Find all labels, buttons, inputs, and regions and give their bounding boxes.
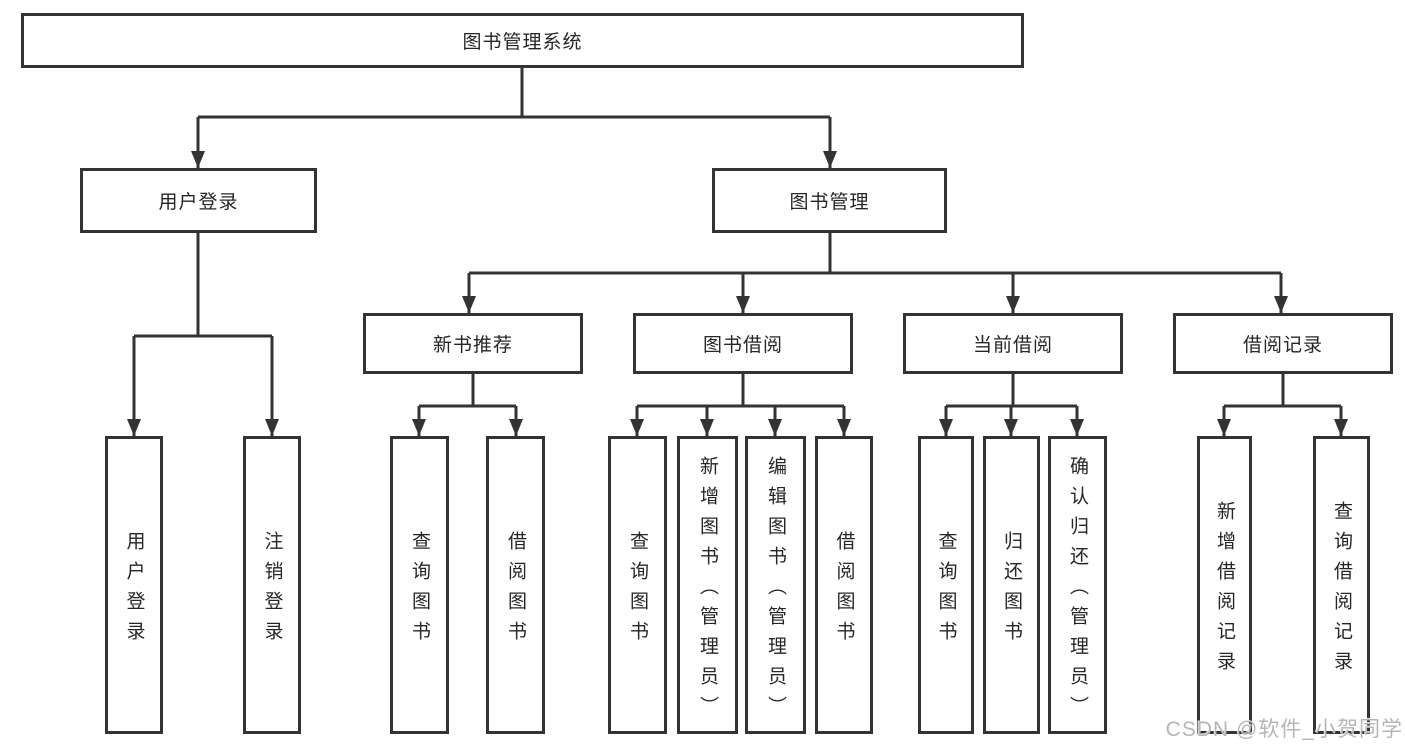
leaf-return-books: 归还图书 (983, 436, 1040, 734)
node-current-borrowing-label: 当前借阅 (972, 335, 1053, 356)
leaf-add-borrow-record-label: 新增借阅记录 (1214, 500, 1235, 681)
leaf-return-books-label: 归还图书 (1001, 530, 1022, 651)
leaf-add-book-admin-label: 新增图书（管理员） (697, 455, 718, 726)
leaf-logout-label: 注销登录 (261, 530, 283, 651)
leaf-user-login: 用户登录 (105, 436, 163, 734)
leaf-user-login-label: 用户登录 (123, 530, 145, 651)
tree-edges (127, 68, 1348, 436)
node-book-management-label: 图书管理 (789, 192, 870, 213)
leaf-query-borrow-record: 查询借阅记录 (1313, 436, 1370, 734)
node-borrowing-records-label: 借阅记录 (1242, 335, 1323, 356)
leaf-borrow-books-borrowing-label: 借阅图书 (833, 530, 855, 651)
node-book-management: 图书管理 (712, 168, 947, 233)
leaf-add-book-admin: 新增图书（管理员） (677, 436, 738, 734)
node-new-book-recommend: 新书推荐 (363, 313, 583, 374)
node-book-borrowing: 图书借阅 (633, 313, 853, 374)
node-new-book-recommend-label: 新书推荐 (432, 335, 513, 356)
leaf-query-books-recommend: 查询图书 (390, 436, 449, 734)
node-root: 图书管理系统 (21, 13, 1024, 68)
leaf-query-books-current-label: 查询图书 (935, 530, 957, 651)
leaf-logout: 注销登录 (243, 436, 301, 734)
leaf-query-borrow-record-label: 查询借阅记录 (1331, 500, 1352, 681)
leaf-query-books-borrowing: 查询图书 (608, 436, 667, 734)
leaf-borrow-books-recommend-label: 借阅图书 (505, 530, 526, 651)
node-root-label: 图书管理系统 (462, 32, 583, 53)
node-user-login: 用户登录 (80, 168, 317, 233)
leaf-borrow-books-borrowing: 借阅图书 (815, 436, 873, 734)
leaf-query-books-borrowing-label: 查询图书 (627, 530, 648, 651)
node-book-borrowing-label: 图书借阅 (702, 335, 783, 356)
node-current-borrowing: 当前借阅 (903, 313, 1123, 374)
leaf-query-books-recommend-label: 查询图书 (409, 530, 430, 651)
csdn-watermark: CSDN @软件_小贺同学 (1165, 718, 1403, 741)
leaf-confirm-return-admin-label: 确认归还（管理员） (1067, 455, 1088, 726)
leaf-edit-book-admin-label: 编辑图书（管理员） (765, 455, 786, 726)
node-user-login-label: 用户登录 (158, 192, 239, 213)
leaf-edit-book-admin: 编辑图书（管理员） (745, 436, 806, 734)
leaf-confirm-return-admin: 确认归还（管理员） (1048, 436, 1107, 734)
leaf-query-books-current: 查询图书 (918, 436, 974, 734)
node-borrowing-records: 借阅记录 (1173, 313, 1393, 374)
leaf-add-borrow-record: 新增借阅记录 (1197, 436, 1252, 734)
leaf-borrow-books-recommend: 借阅图书 (486, 436, 545, 734)
